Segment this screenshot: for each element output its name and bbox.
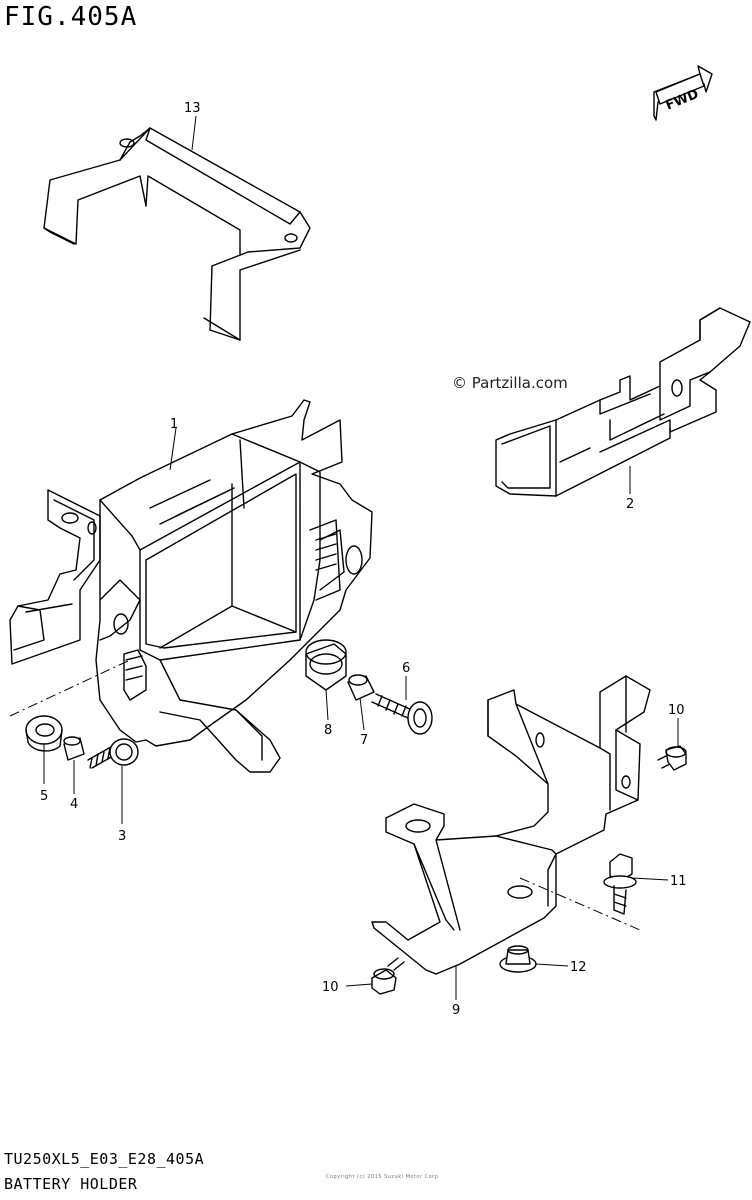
forward-direction-arrow: FWD bbox=[653, 65, 713, 121]
callout-13: 13 bbox=[184, 101, 201, 116]
copyright-watermark: © Partzilla.com bbox=[452, 374, 568, 392]
callout-2: 2 bbox=[626, 497, 634, 512]
callout-9: 9 bbox=[452, 1003, 460, 1018]
part-2-side-bracket bbox=[495, 307, 751, 497]
part-10-bolt-upper bbox=[657, 745, 687, 771]
part-4-collar bbox=[63, 736, 85, 761]
part-3-bolt bbox=[87, 738, 139, 769]
callout-10-lower: 10 bbox=[322, 980, 339, 995]
callout-7: 7 bbox=[360, 733, 368, 748]
part-13-battery-cover bbox=[43, 127, 311, 341]
callout-6: 6 bbox=[402, 661, 410, 676]
fine-print: Copyright (c) 2015 Suzuki Motor Corp bbox=[326, 1174, 439, 1180]
callout-5: 5 bbox=[40, 789, 48, 804]
callout-4: 4 bbox=[70, 797, 78, 812]
part-11-bolt bbox=[603, 853, 637, 915]
model-code: TU250XL5_E03_E28_405A bbox=[4, 1150, 205, 1168]
callout-3: 3 bbox=[118, 829, 126, 844]
callout-8: 8 bbox=[324, 723, 332, 738]
part-7-collar bbox=[347, 674, 375, 701]
part-8-grommet bbox=[305, 639, 347, 691]
part-6-bolt bbox=[371, 693, 433, 735]
leader-lines bbox=[43, 115, 679, 1000]
centerline-right bbox=[519, 877, 641, 931]
callout-12: 12 bbox=[570, 960, 587, 975]
section-name: BATTERY HOLDER bbox=[4, 1175, 138, 1193]
part-9-lower-bracket bbox=[371, 675, 651, 975]
figure-title: FIG.405A bbox=[4, 2, 138, 32]
centerline-left bbox=[9, 659, 131, 717]
callout-1: 1 bbox=[170, 417, 178, 432]
callout-labels: 13 1 2 5 4 3 6 7 8 10 11 12 10 9 bbox=[40, 101, 687, 1018]
part-1-battery-case bbox=[9, 399, 373, 773]
callout-11: 11 bbox=[670, 874, 687, 889]
callout-10-upper: 10 bbox=[668, 703, 685, 718]
part-10-bolt-lower bbox=[371, 957, 405, 995]
part-12-nut bbox=[499, 945, 537, 973]
